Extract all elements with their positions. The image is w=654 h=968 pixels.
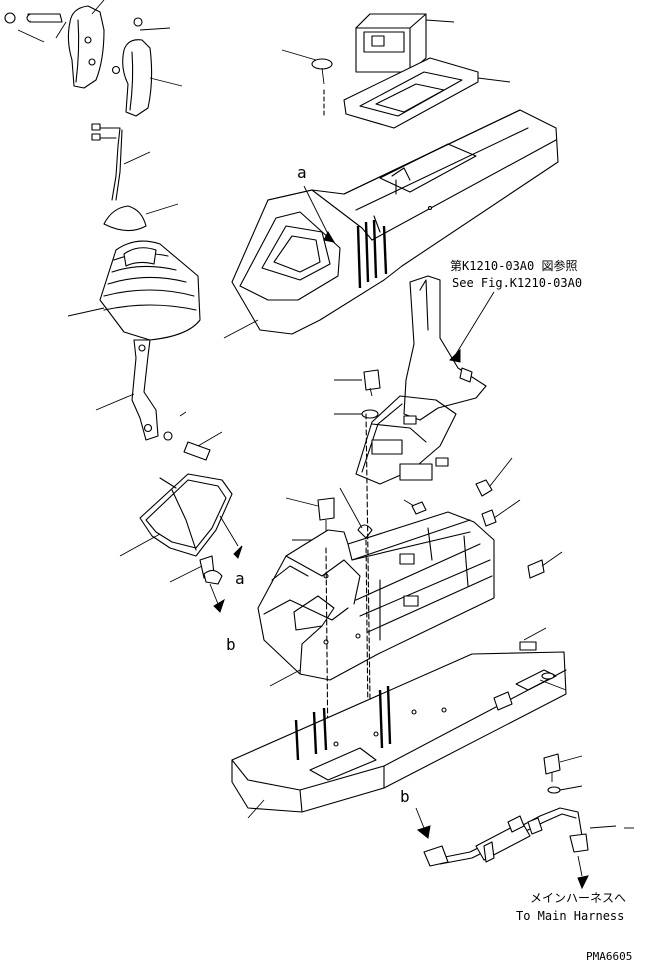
- monitor-module: [356, 14, 454, 72]
- callout-a-mid: a: [235, 569, 245, 588]
- lever-grip-assembly: [5, 6, 152, 116]
- drawing-code: PMA6605: [586, 950, 633, 963]
- bottom-cover: [232, 628, 566, 818]
- grip-leader-lines: [18, 0, 182, 86]
- bolt-small: [282, 50, 332, 118]
- rubber-boot: [68, 241, 200, 340]
- mounting-bracket: [356, 276, 494, 484]
- top-panel-plate: [344, 58, 510, 128]
- lower-frame: [258, 414, 494, 760]
- lever-wire-lead: [92, 124, 150, 200]
- main-harness-en: To Main Harness: [516, 909, 625, 923]
- fig-reference-jp: 第K1210-03A0 図参照: [450, 259, 578, 273]
- lever-rod: [96, 340, 222, 460]
- main-harness-jp: メインハーネスへ: [530, 891, 627, 905]
- callout-a-top: a: [297, 163, 307, 182]
- upper-cover: [224, 110, 558, 338]
- nut-group-right: [476, 458, 562, 578]
- harness-assembly: [416, 754, 634, 888]
- callout-b-bottom: b: [400, 787, 410, 806]
- callout-b-left: b: [226, 635, 236, 654]
- wire-frame-guard: [120, 474, 242, 612]
- fig-reference-en: See Fig.K1210-03A0: [452, 276, 583, 290]
- cone-cap: [104, 204, 178, 231]
